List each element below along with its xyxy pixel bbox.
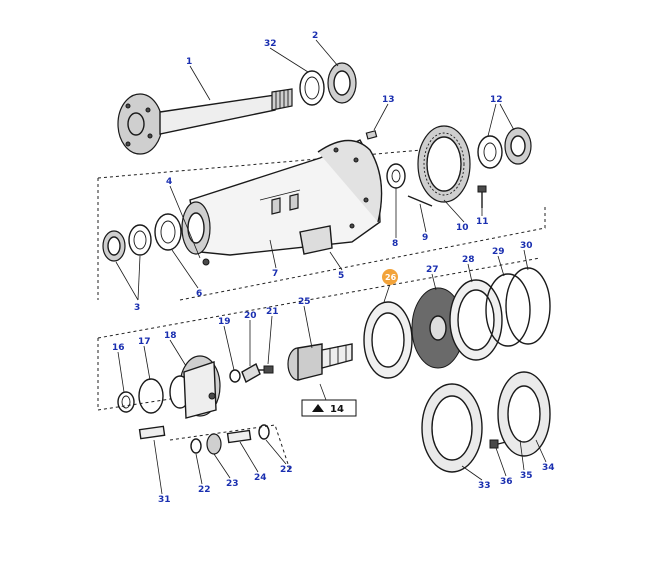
part-33-housing-plate [421, 383, 483, 473]
callout-12: 12 [490, 95, 503, 105]
callout-18: 18 [164, 331, 177, 341]
part-30-ring [505, 267, 551, 345]
callout-27: 27 [426, 265, 439, 275]
part-22-washer-b [258, 424, 270, 440]
callout-1: 1 [186, 57, 192, 67]
callout-36: 36 [500, 477, 513, 487]
part-2-bearing [327, 62, 357, 104]
part-17-snap-ring [138, 378, 164, 414]
part-22-washer-a [190, 438, 202, 454]
part-11-bolt [477, 185, 487, 208]
part-18-carrier [169, 355, 221, 419]
part-29-ring [485, 273, 531, 347]
part-3-bearings [102, 224, 152, 262]
part-16-ring [117, 391, 135, 413]
part-25-sun-shaft [287, 343, 353, 381]
callout-labels: 1 2 3 4 5 6 7 8 9 10 11 12 13 16 17 18 1… [112, 31, 555, 505]
part-34-cover [497, 371, 551, 457]
callout-28: 28 [462, 255, 475, 265]
callout-9: 9 [422, 233, 428, 243]
callout-19: 19 [218, 317, 231, 327]
part-19-washer [229, 369, 241, 383]
callout-22-left: 22 [198, 485, 211, 495]
part-21-screw [259, 365, 274, 374]
callout-33: 33 [478, 481, 491, 491]
callout-30: 30 [520, 241, 533, 251]
part-10-ring-gear [417, 125, 471, 203]
callout-21: 21 [266, 307, 279, 317]
callout-13: 13 [382, 95, 395, 105]
callout-3: 3 [134, 303, 140, 313]
callout-24: 24 [254, 473, 267, 483]
part-4-plug [202, 258, 210, 266]
callout-34: 34 [542, 463, 555, 473]
part-32-seal [299, 70, 325, 106]
callout-32: 32 [264, 39, 277, 49]
part-12-bearings [477, 127, 532, 169]
callout-31: 31 [158, 495, 171, 505]
reference-box: 14 [301, 383, 357, 417]
part-26-plate [363, 301, 413, 379]
part-31-pin [138, 425, 166, 440]
callout-25: 25 [298, 297, 311, 307]
callout-11: 11 [476, 217, 489, 227]
frame-lower-top [97, 257, 541, 339]
part-6-bearing [154, 213, 182, 251]
part-9-bolt [407, 195, 433, 207]
callout-5: 5 [338, 271, 344, 281]
callout-4: 4 [166, 177, 172, 187]
part-8-washer [386, 163, 406, 189]
part-28-plate [449, 279, 503, 361]
callout-7: 7 [272, 269, 278, 279]
part-7-housing [181, 139, 383, 256]
callout-6: 6 [196, 289, 202, 299]
callout-10: 10 [456, 223, 469, 233]
frame-upper-bottom [179, 205, 546, 301]
callout-23: 23 [226, 479, 239, 489]
callout-20: 20 [244, 311, 257, 321]
part-20-plate [241, 362, 261, 384]
part-23-planet-gear [206, 433, 222, 455]
part-1-shaft [117, 88, 293, 155]
callout-22-right: 22 [280, 465, 293, 475]
leader-lines [115, 39, 547, 495]
callout-2: 2 [312, 31, 318, 41]
part-24-needle [226, 429, 252, 444]
callout-26-highlight [382, 269, 398, 285]
part-13-pin [365, 130, 378, 140]
callout-29: 29 [492, 247, 505, 257]
callout-8: 8 [392, 239, 398, 249]
callout-16: 16 [112, 343, 125, 353]
callout-35: 35 [520, 471, 533, 481]
callout-26: 26 [385, 273, 397, 282]
callout-17: 17 [138, 337, 151, 347]
reference-box-label: 14 [330, 404, 344, 415]
